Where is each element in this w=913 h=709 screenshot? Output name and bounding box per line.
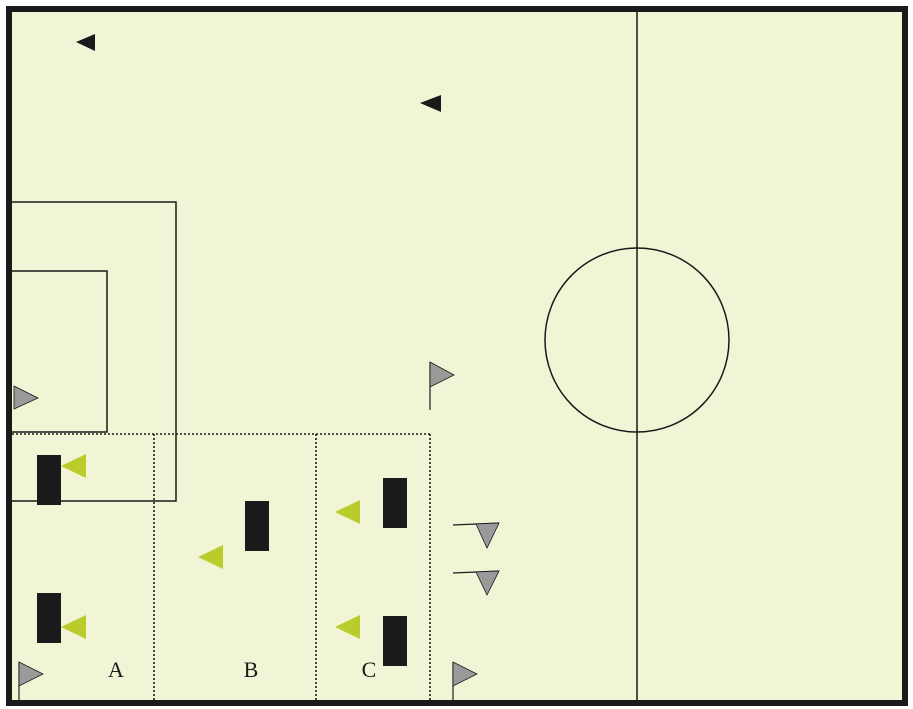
pointer-icon: [420, 95, 441, 112]
zone-label-a: A: [108, 657, 124, 682]
pointer-icon: [76, 34, 95, 51]
flag-icon: [13, 385, 39, 410]
zone-label-b: B: [244, 657, 259, 682]
flag-icon: [452, 661, 478, 703]
cone-icon: [61, 454, 86, 478]
centre-circle: [544, 247, 730, 433]
flag-icon: [429, 361, 455, 410]
flag-icon: [18, 661, 44, 703]
mannequin-icon: [383, 616, 407, 666]
cone-icon: [198, 545, 223, 569]
zone-label-c: C: [362, 657, 377, 682]
mannequin-icon: [37, 593, 61, 643]
mannequin-icon: [383, 478, 407, 528]
goal-area: [12, 270, 108, 433]
mannequin-icon: [37, 455, 61, 505]
penalty-area: [12, 201, 177, 502]
flag-icon: [452, 570, 500, 596]
cone-icon: [61, 615, 86, 639]
mannequin-icon: [245, 501, 269, 551]
cone-icon: [335, 615, 360, 639]
flag-icon: [452, 522, 500, 549]
cone-icon: [335, 500, 360, 524]
pitch-surface: [6, 6, 908, 706]
